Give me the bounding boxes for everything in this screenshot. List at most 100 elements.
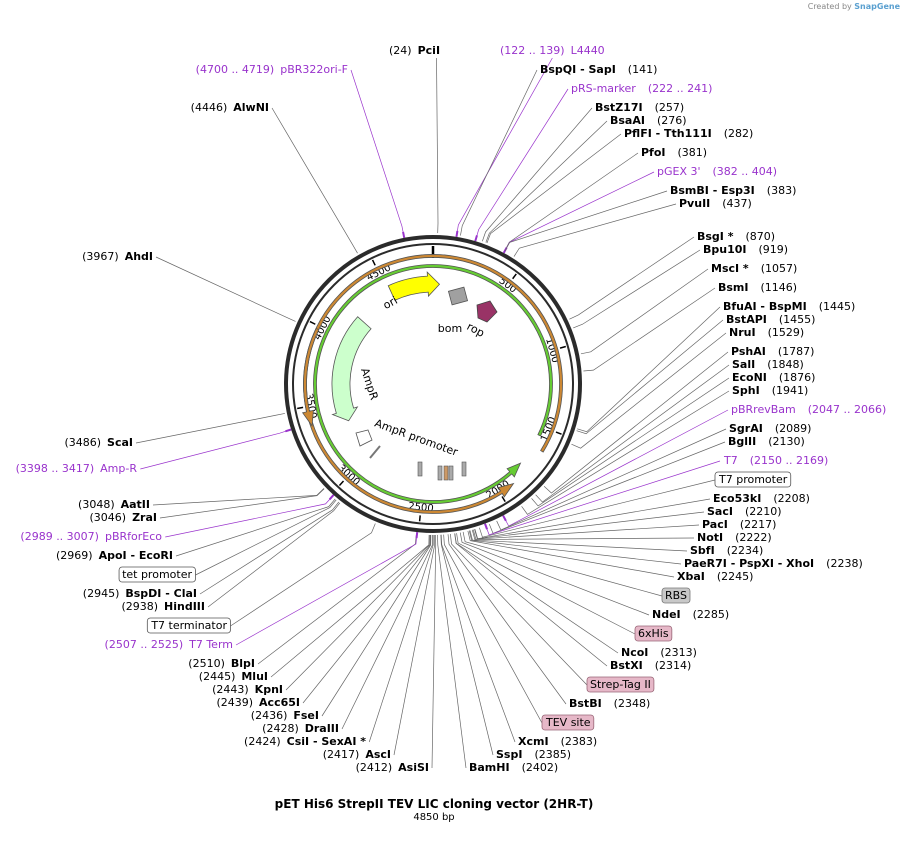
site-position: (2313) (660, 646, 697, 659)
svg-text:(2417)AscI: (2417)AscI (323, 748, 391, 761)
site-name: TEV site (545, 716, 591, 729)
bom-box (447, 286, 469, 306)
leader-scai (135, 413, 285, 444)
site-name: L4440 (571, 44, 605, 57)
leader-bsaai (485, 120, 608, 243)
svg-text:SgrAI(2089): SgrAI(2089) (729, 422, 811, 435)
backbone-outer-ring (284, 235, 582, 533)
svg-text:SbfI(2234): SbfI(2234) (690, 544, 763, 557)
small-feature-4 (461, 461, 467, 477)
site-name: PflFI - Tth111I (624, 127, 712, 140)
site-position: (2089) (775, 422, 812, 435)
site-position: (2436) (251, 709, 288, 722)
svg-text:(2989 .. 3007)pBRforEco: (2989 .. 3007)pBRforEco (20, 530, 162, 543)
leader-sali (535, 364, 730, 503)
label-csii-sexai: (2424)CsiI - SexAI * (244, 735, 366, 748)
svg-text:RBS: RBS (665, 589, 687, 602)
label-xcmi: XcmI (2383) (518, 735, 597, 748)
leader-rbs (462, 531, 663, 597)
site-position: (2238) (826, 557, 863, 570)
tick-4000 (309, 320, 316, 325)
svg-text:BfuAI - BspMI(1445): BfuAI - BspMI(1445) (723, 300, 855, 313)
site-position: (1876) (779, 371, 816, 384)
site-name: PacI (702, 518, 728, 531)
label-saci: SacI(2210) (707, 505, 782, 518)
svg-text:BsmI(1146): BsmI(1146) (718, 281, 797, 294)
leader-bsmi (583, 287, 716, 372)
site-position: (2383) (561, 735, 598, 748)
label-bsgi: BsgI * (870) (697, 230, 775, 243)
svg-text:(2424)CsiI - SexAI *: (2424)CsiI - SexAI * (244, 735, 366, 748)
label-xbai: XbaI(2245) (677, 570, 753, 583)
svg-text:(24)PciI: (24)PciI (389, 44, 440, 57)
leader-pshai (543, 351, 729, 494)
site-name: NotI (697, 531, 723, 544)
tick-1500 (555, 431, 562, 435)
site-name: BstZ17I (595, 101, 643, 114)
feature-mark-pbrrevbam (502, 515, 507, 522)
site-position: (870) (745, 230, 775, 243)
leader-pfoi (504, 152, 639, 252)
site-name: BlpI (231, 657, 255, 670)
label-prs-marker: pRS-marker(222 .. 241) (571, 82, 712, 95)
site-name: T7 terminator (150, 619, 227, 632)
site-position: (24) (389, 44, 412, 57)
leader-bpu10i (573, 249, 701, 329)
label-mlui: (2445)MluI (199, 670, 268, 683)
svg-text:T7 terminator: T7 terminator (150, 619, 227, 632)
site-position: (2417) (323, 748, 360, 761)
leader-amp-r (140, 429, 290, 470)
site-name: XcmI (518, 735, 549, 748)
site-name: PfoI (641, 146, 666, 159)
site-position: (2969) (56, 549, 93, 562)
leader-noti (471, 529, 695, 540)
label-pbrforeco: (2989 .. 3007)pBRforEco (20, 530, 162, 543)
site-name: pBRforEco (105, 530, 162, 543)
svg-text:Bpu10I(919): Bpu10I(919) (703, 243, 788, 256)
svg-text:BstAPI(1455): BstAPI(1455) (726, 313, 815, 326)
svg-text:Eco53kI(2208): Eco53kI(2208) (713, 492, 810, 505)
small-dash-feature (369, 445, 381, 459)
label-t7-terminator: T7 terminator (146, 617, 231, 634)
svg-text:TEV site: TEV site (545, 716, 591, 729)
svg-text:(2412)AsiSI: (2412)AsiSI (356, 761, 429, 774)
label-ncoi: NcoI(2313) (621, 646, 697, 659)
label-strep-tag-ii: Strep-Tag II (586, 676, 655, 693)
site-name: tet promoter (122, 568, 192, 581)
label-bsmi: BsmI(1146) (718, 281, 797, 294)
svg-text:BstZ17I(257): BstZ17I(257) (595, 101, 684, 114)
site-position: (2428) (262, 722, 299, 735)
leader-sphi (521, 390, 730, 515)
site-name: EcoNI (732, 371, 767, 384)
backbone-inner-ring (292, 243, 574, 525)
site-name: ScaI (107, 436, 133, 449)
leader-bstapi (576, 319, 724, 435)
ori-arrow (387, 271, 441, 301)
label-asisi: (2412)AsiSI (356, 761, 429, 774)
leader-l4440 (456, 57, 553, 235)
svg-text:pGEX 3'(382 .. 404): pGEX 3'(382 .. 404) (657, 165, 777, 178)
site-name: SalI (732, 358, 755, 371)
leader-strep-tag-ii (450, 533, 588, 686)
feature-mark-pbrforeco (328, 494, 335, 501)
label-paci: PacI(2217) (702, 518, 776, 531)
leader-fsei (321, 534, 432, 717)
site-name: T7 (723, 454, 738, 467)
orange-feature-arc-left (301, 327, 320, 428)
label-sgrai: SgrAI(2089) (729, 422, 811, 435)
site-position: (437) (722, 197, 752, 210)
label-pvuii: PvuII(437) (679, 197, 752, 210)
svg-text:(4700 .. 4719)pBR322ori-F: (4700 .. 4719)pBR322ori-F (196, 63, 348, 76)
leader-acc65i (302, 534, 431, 704)
site-name: BsgI * (697, 230, 734, 243)
small-feature-2 (443, 465, 449, 481)
svg-text:(2436)FseI: (2436)FseI (251, 709, 319, 722)
svg-text:BsaAI(276): BsaAI(276) (610, 114, 687, 127)
svg-text:PvuII(437): PvuII(437) (679, 197, 752, 210)
svg-text:SalI(1848): SalI(1848) (732, 358, 804, 371)
svg-text:(2510)BlpI: (2510)BlpI (188, 657, 255, 670)
site-position: (2245) (717, 570, 754, 583)
leader-t7-term (235, 534, 418, 646)
site-name: MscI * (711, 262, 749, 275)
